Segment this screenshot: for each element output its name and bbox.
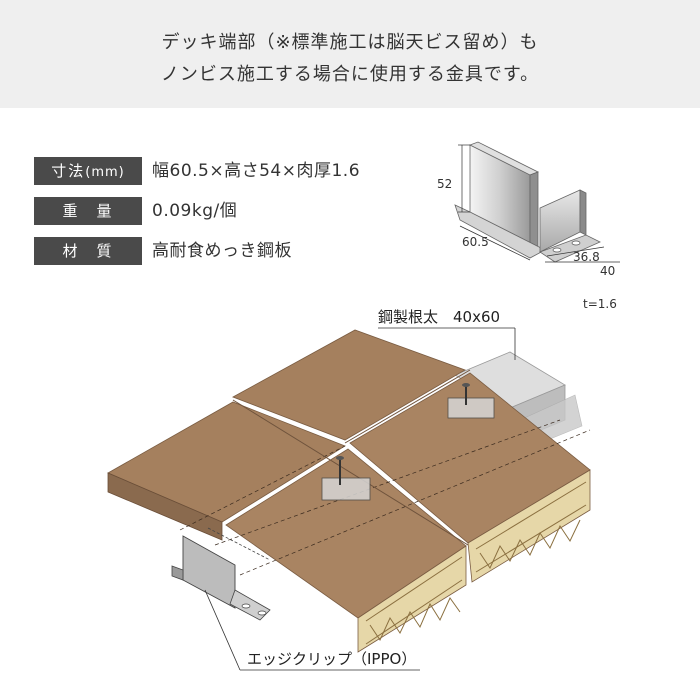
clip-label: エッジクリップ（IPPO） [247,650,416,668]
spec-label-size: 寸法(mm) [34,157,142,185]
spec-value-material: 高耐食めっき鋼板 [152,241,292,261]
bracket-right-edge [529,171,539,251]
deck-core-pattern-back [475,481,587,573]
bracket-hole-1 [552,247,562,253]
header-banner: デッキ端部（※標準施工は脳天ビス留め）も ノンビス施工する場合に使用する金具です… [0,0,700,108]
hidden-joist-lines [179,419,591,576]
joist-label: 鋼製根太 40x60 [378,308,500,326]
dim-line-width [459,225,531,261]
deck-core-pattern-front [365,556,463,645]
bracket-hole-2 [571,240,581,246]
clip-leader-diagonal [204,589,241,671]
center-clip [321,456,371,501]
dim-thickness: t=1.6 [583,297,617,311]
dim-depth-outer: 40 [600,264,615,278]
deck-seam-center [232,399,469,546]
dim-line-depth-inner [546,246,605,257]
deck-illustration [107,329,591,653]
spec-label-material: 材 質 [34,237,142,265]
spec-value-weight: 0.09kg/個 [152,201,238,221]
dim-height: 52 [437,177,452,191]
back-clip [447,383,495,419]
dim-depth-inner: 36.8 [573,250,600,264]
deck-seam-cross [344,369,471,444]
edge-clip [171,527,271,621]
header-line-2: ノンビス施工する場合に使用する金具です。 [160,64,540,85]
deck-board-back-left [232,329,466,441]
dim-width: 60.5 [462,235,489,249]
bracket-drawing: 52 60.5 36.8 40 t=1.6 [437,141,620,311]
spec-label-weight: 重 量 [34,197,142,225]
spec-value-size: 幅60.5×高さ54×肉厚1.6 [152,161,361,181]
header-line-1: デッキ端部（※標準施工は脳天ビス留め）も [161,32,539,53]
bracket-front-edge [579,189,587,236]
bracket-bottom-tab [539,234,601,263]
bracket-base-flange [454,204,546,259]
